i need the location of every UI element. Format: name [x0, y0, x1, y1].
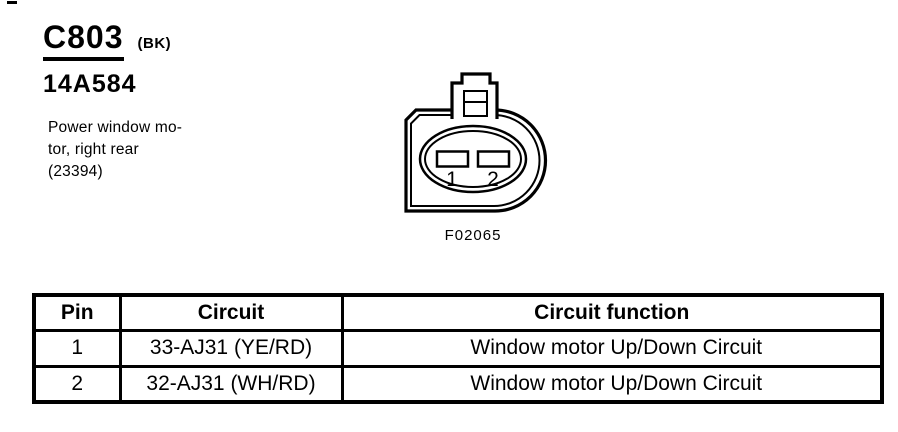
- description-line: Power window mo-: [48, 119, 183, 136]
- connector-body-inner-outline: [410, 114, 541, 207]
- cell-pin: 2: [32, 364, 122, 404]
- connector-part-number: 14A584: [43, 70, 137, 98]
- cavity-outer: [418, 124, 528, 194]
- cell-pin: 1: [32, 328, 122, 368]
- connector-id-block: C803 (BK) 14A584: [43, 21, 171, 97]
- header-pin: Pin: [32, 293, 122, 332]
- latch-tab: [450, 72, 499, 119]
- figure-caption: F02065: [444, 227, 502, 244]
- scan-artifact: [7, 1, 17, 4]
- description-line: tor, right rear: [48, 141, 139, 158]
- table-header-row: Pin Circuit Circuit function: [32, 293, 884, 332]
- cell-circuit-function: Window motor Up/Down Circuit: [340, 328, 884, 368]
- pin-slot-1: [435, 150, 470, 168]
- pin-label-2: 2: [487, 168, 499, 191]
- pin-label-1: 1: [446, 168, 458, 191]
- header-circuit: Circuit: [118, 293, 344, 332]
- table-row: 1 33-AJ31 (YE/RD) Window motor Up/Down C…: [32, 328, 884, 368]
- pin-table: Pin Circuit Circuit function 1 33-AJ31 (…: [32, 293, 884, 404]
- pin-slot-2: [476, 150, 511, 168]
- cell-circuit: 33-AJ31 (YE/RD): [118, 328, 344, 368]
- connector-id: C803: [43, 21, 124, 61]
- header-circuit-function: Circuit function: [340, 293, 884, 332]
- connector-diagram: 1 2: [404, 72, 548, 213]
- description-line: (23394): [48, 163, 103, 180]
- cavity-inner: [424, 130, 522, 188]
- connector-figure: 1 2 F02065: [395, 70, 551, 244]
- latch-window: [463, 90, 488, 117]
- connector-color-code: (BK): [137, 35, 172, 52]
- cell-circuit: 32-AJ31 (WH/RD): [118, 364, 344, 404]
- table-row: 2 32-AJ31 (WH/RD) Window motor Up/Down C…: [32, 364, 884, 404]
- cell-circuit-function: Window motor Up/Down Circuit: [340, 364, 884, 404]
- connector-description: Power window mo- tor, right rear (23394): [48, 117, 182, 183]
